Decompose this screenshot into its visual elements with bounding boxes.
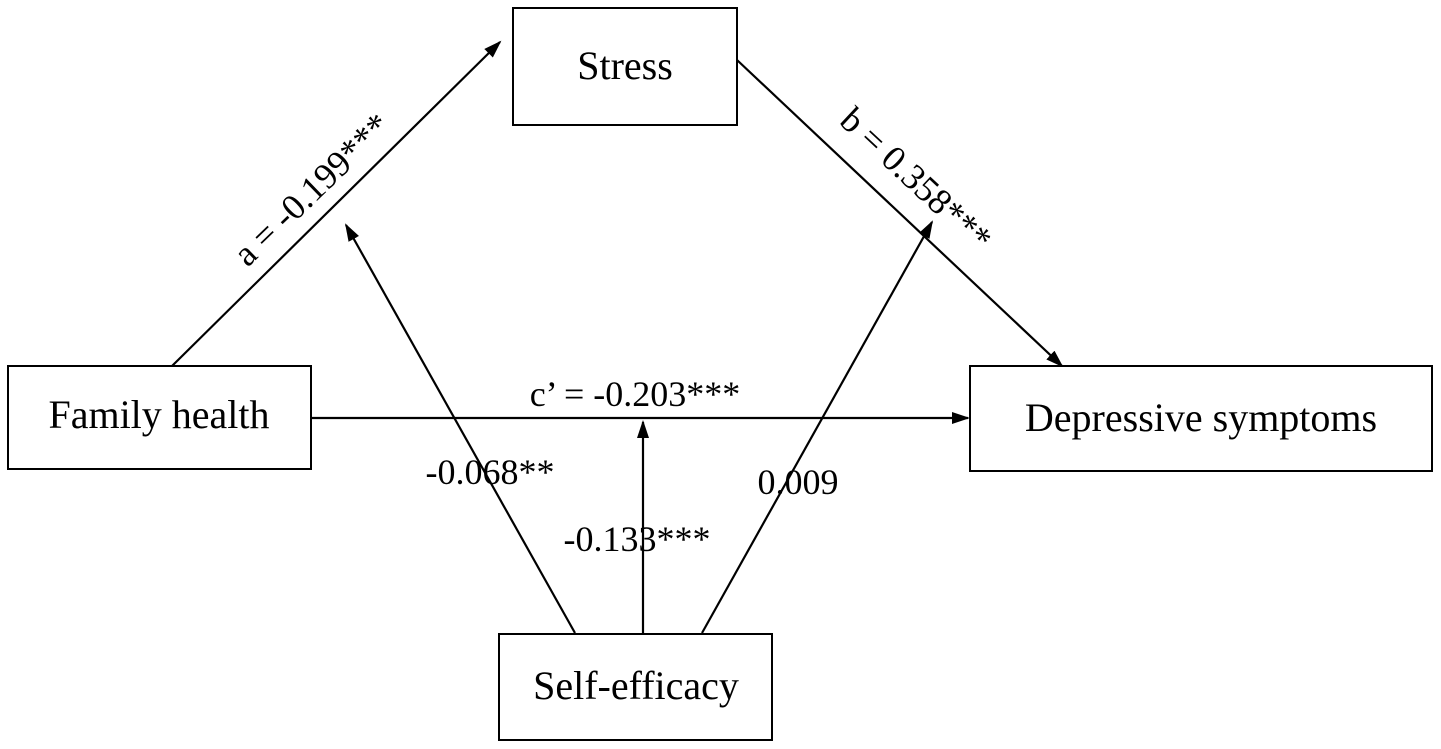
path-a-label: a = -0.199*** <box>225 105 398 274</box>
moderation-on-b-label: 0.009 <box>758 462 839 502</box>
path-b-label: b = 0.358*** <box>833 99 1000 259</box>
self-efficacy-label: Self-efficacy <box>533 663 739 708</box>
moderation-on-c-prime-label: -0.133*** <box>564 519 711 559</box>
family-health-label: Family health <box>48 392 269 437</box>
depressive-symptoms-node: Depressive symptoms <box>969 365 1433 472</box>
stress-label: Stress <box>577 43 673 88</box>
family-health-node: Family health <box>7 365 312 470</box>
path-c-prime-label: c’ = -0.203*** <box>530 374 741 414</box>
moderation-on-a-label: -0.068** <box>426 452 555 492</box>
path-a-arrow <box>171 40 502 367</box>
moderation-on-b-arrow <box>701 220 933 634</box>
path-b-arrow <box>736 59 1064 368</box>
depressive-symptoms-label: Depressive symptoms <box>1025 395 1377 440</box>
stress-node: Stress <box>512 7 738 126</box>
self-efficacy-node: Self-efficacy <box>498 633 773 741</box>
moderation-on-a-arrow <box>345 223 576 634</box>
